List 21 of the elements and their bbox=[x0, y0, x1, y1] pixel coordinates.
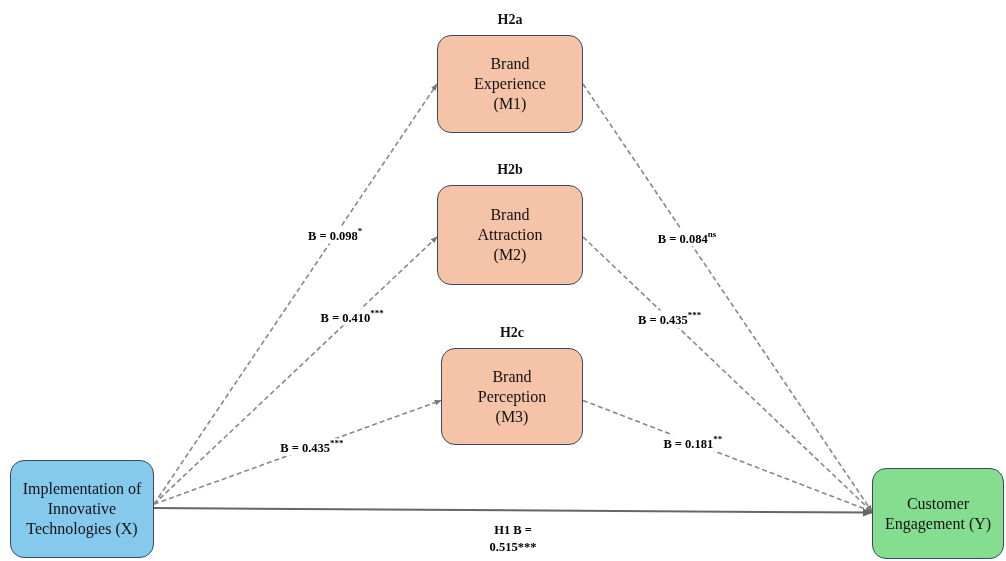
hypothesis-heading: H2a bbox=[496, 11, 524, 29]
coefficient-label: B = 0.410$^{***}$ bbox=[318, 308, 386, 326]
variable-name: Brand Attraction (M2) bbox=[476, 205, 544, 265]
mediation-arrow bbox=[582, 399, 873, 513]
variable-name: Implementation of Innovative Technologies (X) bbox=[21, 479, 143, 539]
direct-effect-arrow bbox=[153, 507, 873, 517]
hypothesis-heading: H2b bbox=[496, 161, 524, 179]
coefficient-label: B = 0.084$^{ns}$ bbox=[655, 229, 719, 247]
hypothesis-heading: H2c bbox=[498, 324, 526, 342]
coefficient-label: B = 0.435$^{***}$ bbox=[636, 310, 704, 328]
variable-name: Brand Perception (M3) bbox=[476, 366, 548, 427]
coefficient-label: B = 0.098$^{*}$ bbox=[305, 226, 365, 244]
mediation-arrow bbox=[582, 236, 873, 513]
mediation-arrow bbox=[153, 83, 438, 505]
coefficient-label: B = 0.435$^{***}$ bbox=[278, 438, 346, 456]
outcome-box bbox=[872, 468, 1004, 559]
variable-box bbox=[10, 460, 154, 558]
variable-name: Brand Experience (M1) bbox=[473, 54, 547, 114]
coefficient-label: B = 0.181$^{**}$ bbox=[661, 434, 725, 452]
mediation-arrow bbox=[153, 236, 438, 505]
variable-name: Customer Engagement (Y) bbox=[883, 493, 993, 534]
